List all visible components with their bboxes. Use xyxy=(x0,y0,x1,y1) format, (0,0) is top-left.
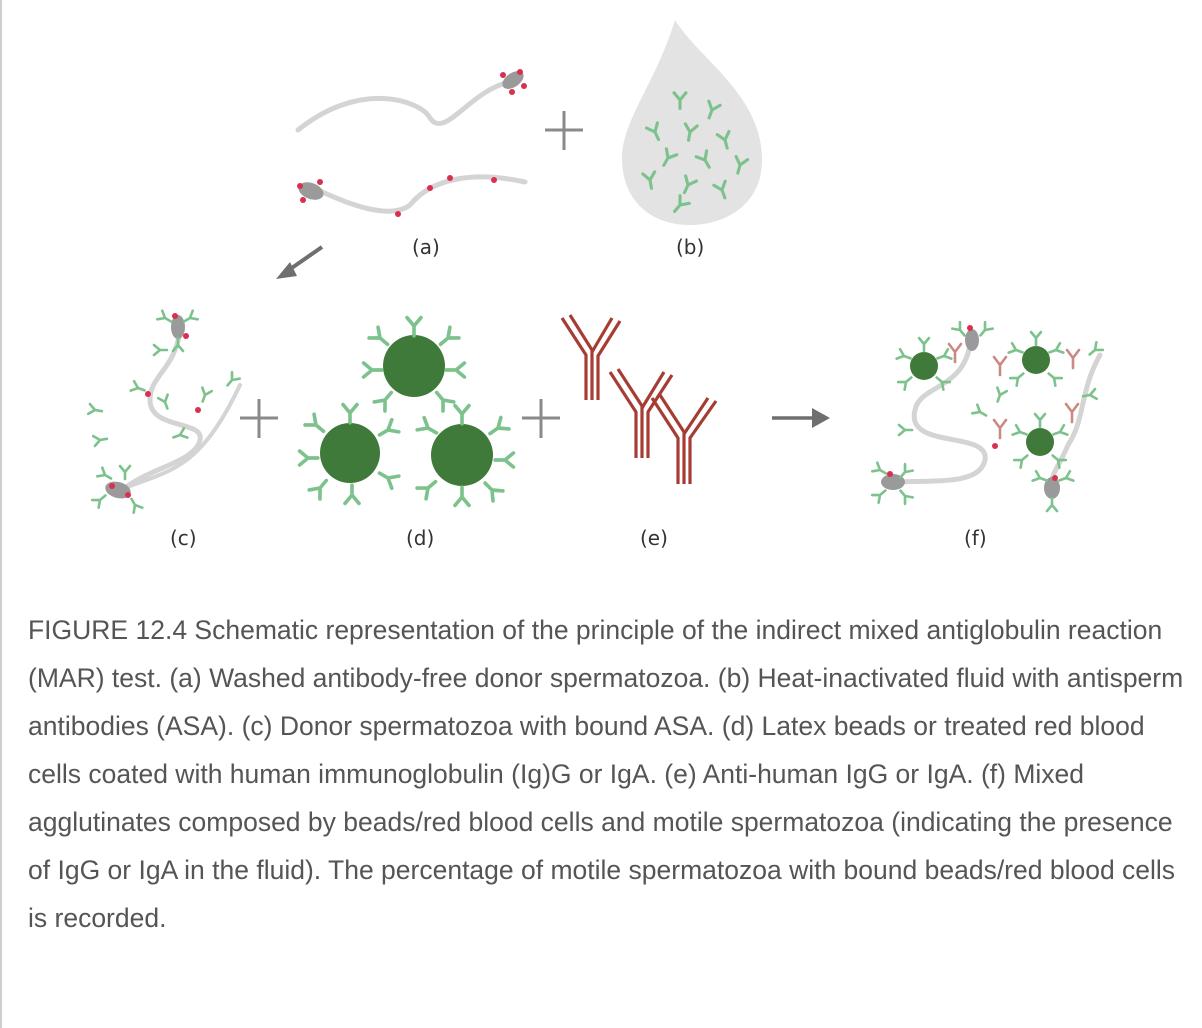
arrow-down-left xyxy=(276,245,324,279)
agglutinate-bead-2 xyxy=(1007,330,1065,387)
panel-f-label: (f) xyxy=(964,526,987,550)
plus-sign-ab xyxy=(545,111,583,150)
panel-e-label: (e) xyxy=(640,526,668,550)
bead-top xyxy=(361,315,467,413)
agglutinate-bead-1 xyxy=(895,336,953,391)
panel-d-label: (d) xyxy=(406,526,434,550)
panel-a-label: (a) xyxy=(412,235,440,259)
agglutinate-bead-3 xyxy=(1011,412,1069,469)
panel-b-fluid-drop xyxy=(622,20,762,225)
panel-d-coated-beads xyxy=(297,315,516,508)
anti-human-antibody-3 xyxy=(650,394,718,484)
panel-a-spermatozoa xyxy=(295,69,528,217)
plus-sign-de xyxy=(522,399,560,438)
panel-c-sperm-with-asa xyxy=(86,309,242,514)
panel-e-anti-human-antibodies xyxy=(560,314,718,484)
panel-f-mixed-agglutinates xyxy=(870,320,1105,513)
arrow-right xyxy=(772,408,830,428)
left-border xyxy=(0,0,2,1028)
bead-left xyxy=(297,402,401,506)
panel-b-label: (b) xyxy=(676,235,704,259)
mar-test-diagram: (a) (b) xyxy=(86,20,1105,550)
anti-human-antibody-2 xyxy=(608,368,674,458)
panel-c-label: (c) xyxy=(170,526,197,550)
plus-sign-cd xyxy=(240,399,278,438)
anti-human-bridges xyxy=(947,342,1081,440)
figure-caption: FIGURE 12.4 Schematic representation of … xyxy=(28,615,1184,933)
bead-right xyxy=(415,403,516,508)
anti-human-antibody-1 xyxy=(560,314,622,400)
